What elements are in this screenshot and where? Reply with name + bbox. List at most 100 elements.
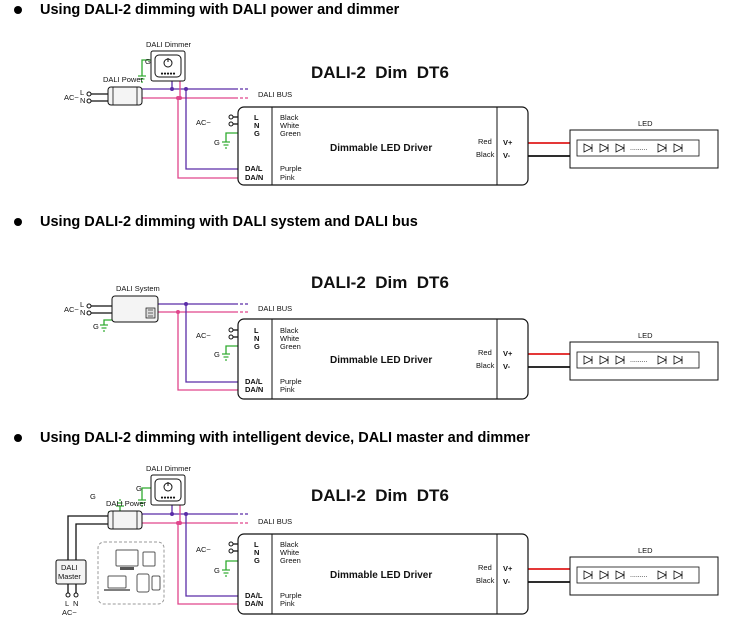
pin-n-label: N (80, 308, 85, 317)
wire-black-label: Black (280, 326, 299, 335)
in-n-label: N (254, 548, 259, 557)
ground-symbol (222, 569, 230, 577)
terminal-dot (86, 303, 92, 309)
pin-l-label: L (80, 300, 84, 309)
wire-black-label: Black (280, 540, 299, 549)
in-g-label: G (254, 556, 260, 565)
dali-power-module (107, 86, 143, 106)
svg-text:.........: ......... (630, 357, 648, 364)
ac-label: AC~ (62, 608, 77, 617)
driver-g-label: G (214, 566, 220, 575)
wire-white-label: White (280, 548, 299, 557)
power-g-label: G (90, 492, 96, 501)
dal-wire (185, 89, 238, 170)
bus-label: DALI BUS (258, 517, 292, 526)
da-n-label: DA/N (245, 599, 263, 608)
wire-green-label: Green (280, 342, 301, 351)
da-n-label: DA/N (245, 173, 263, 182)
terminal-dot (86, 91, 92, 97)
model-title: DALI-2 Dim DT6 (311, 486, 449, 505)
led-diode-icon (657, 570, 667, 580)
wire-purple-label: Purple (280, 377, 302, 386)
led-diode-icon (583, 570, 593, 580)
wire-black-label: Black (280, 113, 299, 122)
ac-label: AC~ (64, 305, 79, 314)
ground-symbol (138, 499, 146, 507)
dal-wire (185, 304, 238, 383)
led-diode-icon (599, 143, 609, 153)
phone-icon (151, 575, 161, 591)
junction-dot (170, 512, 174, 516)
junction-dot (176, 310, 180, 314)
da-n-label: DA/N (245, 385, 263, 394)
wire-green-label: Green (280, 129, 301, 138)
svg-text:●●●●●: ●●●●● (160, 71, 175, 77)
section-heading: Using DALI-2 dimming with intelligent de… (14, 428, 530, 448)
wire-pink-label: Pink (280, 385, 295, 394)
terminal-dot (228, 327, 234, 333)
wire-white-label: White (280, 334, 299, 343)
heading-text: Using DALI-2 dimming with DALI power and… (40, 2, 400, 18)
in-g-wire (225, 560, 238, 570)
dimmer-label: DALI Dimmer (146, 40, 192, 49)
ground-symbol (222, 141, 230, 149)
v-minus-label: V- (503, 151, 511, 160)
dimmer-g-wire (141, 59, 152, 76)
dimmer-g-label: G (136, 484, 142, 493)
svg-text:.........: ......... (630, 145, 648, 152)
in-g-wire (225, 345, 238, 354)
bullet-icon (14, 434, 22, 442)
da-l-label: DA/L (245, 377, 263, 386)
in-l-label: L (254, 113, 259, 122)
led-diode-icon (673, 143, 683, 153)
master-link-wire (67, 515, 108, 560)
pin-l-label: L (80, 88, 84, 97)
heading-text: Using DALI-2 dimming with DALI system an… (40, 214, 418, 230)
in-g-label: G (254, 129, 260, 138)
v-plus-label: V+ (503, 138, 513, 147)
dan-wire (177, 523, 238, 605)
master-label: Master (58, 572, 81, 581)
driver-title: Dimmable LED Driver (330, 570, 432, 581)
terminal-dot (228, 334, 234, 340)
terminal-dot (228, 541, 234, 547)
master-label: DALI (61, 563, 78, 572)
wiring-diagram: ......... DALI System AC~ L N G DALI BUS… (64, 273, 719, 400)
model-title: DALI-2 Dim DT6 (311, 273, 449, 292)
junction-dot (184, 512, 188, 516)
led-strip: ......... (569, 341, 719, 381)
led-diode-icon (615, 570, 625, 580)
bus-label: DALI BUS (258, 90, 292, 99)
svg-text:●●●●●: ●●●●● (160, 495, 175, 501)
led-strip: ......... (569, 556, 719, 596)
led-label: LED (638, 546, 653, 555)
keyboard-icon (120, 567, 134, 570)
pin-l-label: L (65, 599, 69, 608)
section-heading: Using DALI-2 dimming with DALI system an… (14, 212, 418, 232)
v-plus-label: V+ (503, 564, 513, 573)
in-l-label: L (254, 540, 259, 549)
v-minus-label: V- (503, 362, 511, 371)
in-n-label: N (254, 334, 259, 343)
v-minus-label: V- (503, 577, 511, 586)
bullet-icon (14, 218, 22, 226)
junction-dot (184, 87, 188, 91)
desktop-tower-icon (142, 551, 156, 567)
tablet-icon (136, 573, 150, 593)
driver-ac-label: AC~ (196, 545, 211, 554)
out-red-label: Red (478, 563, 492, 572)
system-g-label: G (93, 322, 99, 331)
ac-label: AC~ (64, 93, 79, 102)
led-label: LED (638, 331, 653, 340)
led-diode-icon (599, 355, 609, 365)
master-link-wire (75, 523, 108, 560)
terminal-dot (228, 548, 234, 554)
led-driver-box (237, 106, 529, 186)
driver-ac-label: AC~ (196, 118, 211, 127)
terminal-dot (228, 121, 234, 127)
dali-master-module (55, 559, 87, 585)
dimmer-g-label: G (145, 57, 151, 66)
monitor-icon (115, 549, 139, 567)
driver-title: Dimmable LED Driver (330, 355, 432, 366)
ground-symbol (222, 353, 230, 361)
